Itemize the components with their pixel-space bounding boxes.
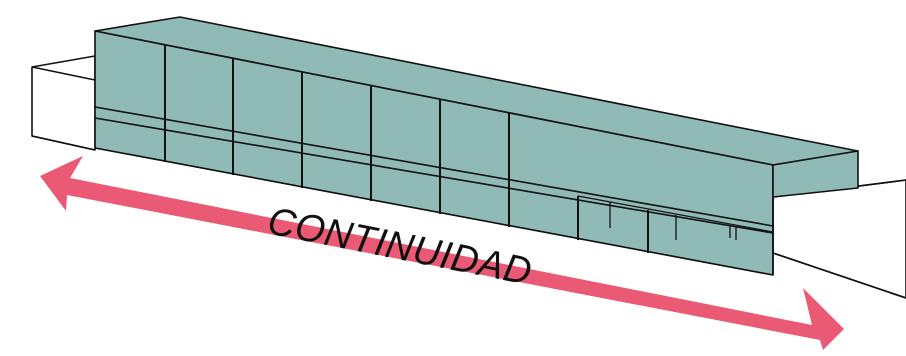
continuity-arrow [40, 156, 844, 350]
building-volume [94, 16, 859, 276]
ground-line [31, 135, 906, 299]
facade-mullions [164, 45, 737, 253]
facade-transoms [94, 106, 774, 276]
